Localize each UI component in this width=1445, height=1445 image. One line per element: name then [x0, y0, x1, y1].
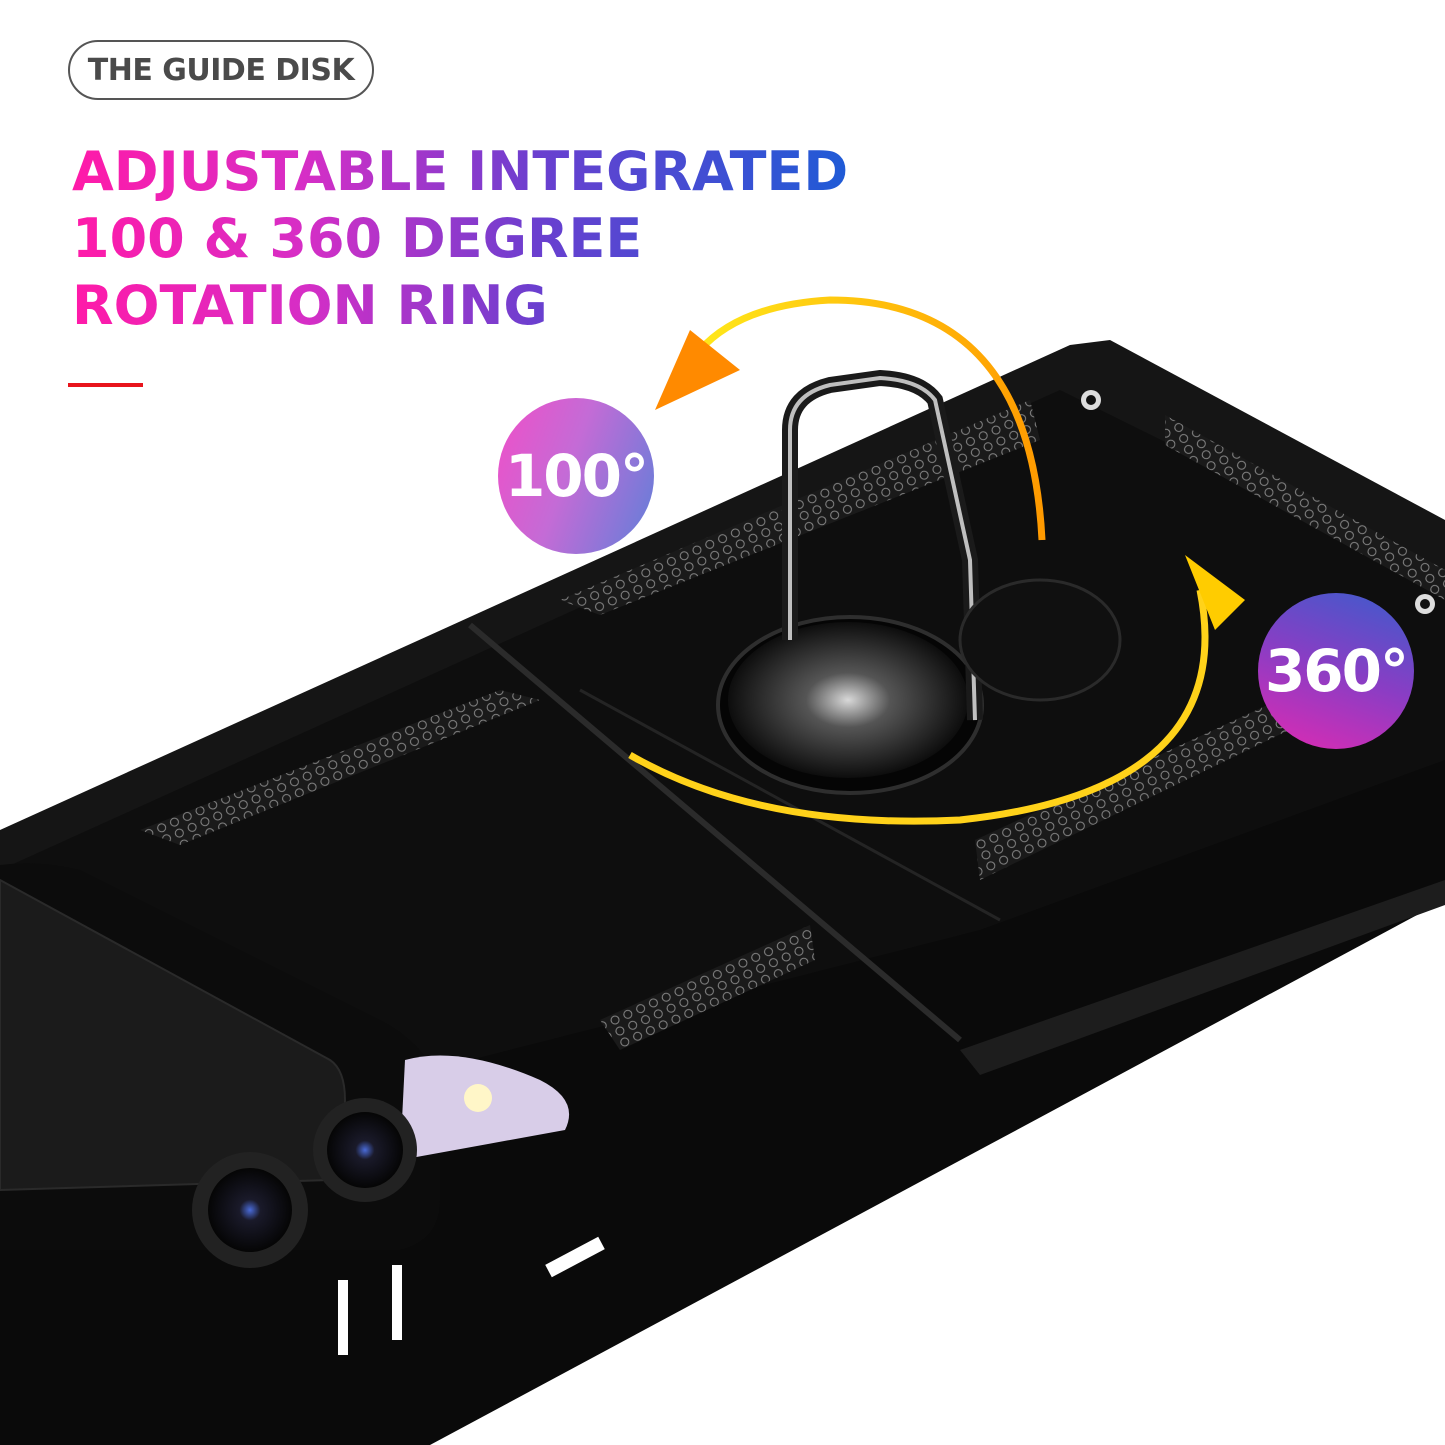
guide-disk-tag: THE GUIDE DISK [68, 40, 374, 100]
ring-holder-icon [716, 369, 1122, 795]
rotation-arrow-100-icon [697, 296, 1046, 541]
rotation-arrow-360-icon [628, 589, 1209, 825]
badge-360-label: 360° [1264, 637, 1409, 705]
accent-rule [68, 383, 143, 387]
badge-100-label: 100° [504, 442, 649, 510]
grip-mesh [140, 400, 1445, 1050]
rotation-arrow-360-head [1185, 555, 1245, 630]
rotation-arrow-100-head [655, 330, 740, 410]
side-cutouts [338, 1236, 605, 1355]
case-body [0, 340, 1445, 1445]
camera-lens-icon [208, 1168, 292, 1252]
camera-module [0, 863, 570, 1268]
corner-screws [1081, 390, 1435, 614]
badge-100-degree: 100° [498, 398, 654, 554]
badge-360-degree: 360° [1258, 593, 1414, 749]
guide-disk-tag-label: THE GUIDE DISK [87, 52, 355, 88]
camera-lens-icon [327, 1112, 403, 1188]
